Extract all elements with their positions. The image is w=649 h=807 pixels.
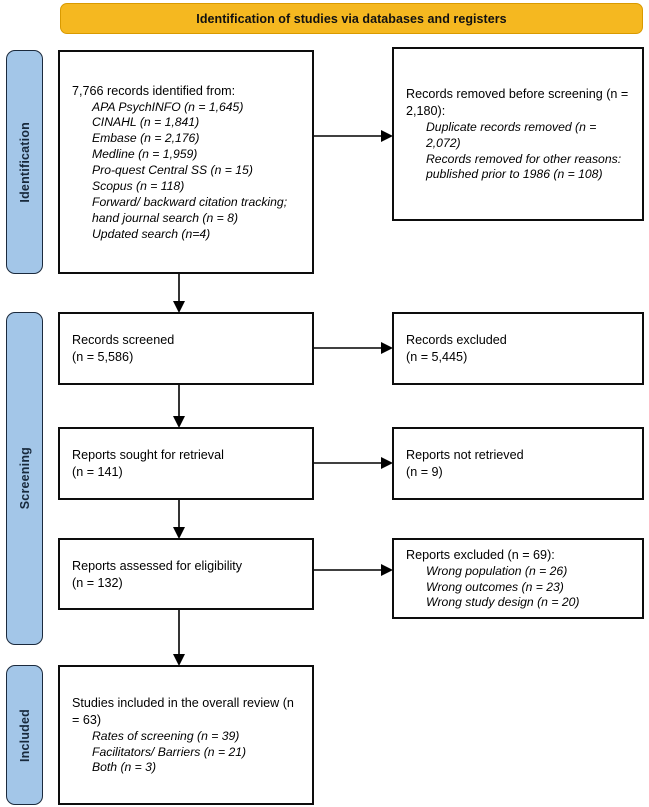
arrow-identified-to-screened	[168, 274, 190, 314]
diagram-banner: Identification of studies via databases …	[60, 3, 643, 34]
list-item: Facilitators/ Barriers (n = 21)	[92, 744, 247, 759]
arrow-sought-to-assessed	[168, 500, 190, 540]
list-item: CINAHL (n = 1,841)	[92, 115, 200, 130]
box-title: Records screened	[72, 333, 175, 347]
box-title: Reports assessed for eligibility	[72, 558, 243, 573]
list-item: Records removed for other reasons: publi…	[426, 151, 622, 182]
stage-label-identification: Identification	[17, 121, 32, 203]
box-records-excluded: Records excluded (n = 5,445)	[392, 312, 644, 385]
list-item: Embase (n = 2,176)	[92, 131, 200, 146]
list-item: Wrong outcomes (n = 23)	[426, 579, 564, 594]
source-list: APA PsychINFO (n = 1,645) CINAHL (n = 1,…	[72, 100, 302, 243]
list-item: Updated search (n=4)	[92, 226, 211, 241]
box-count: (n = 132)	[72, 575, 123, 590]
box-title: 7,766 records identified from:	[72, 83, 236, 98]
exclusion-reason-list: Wrong population (n = 26) Wrong outcomes…	[406, 564, 632, 612]
list-item: Wrong study design (n = 20)	[426, 595, 580, 610]
arrow-assessed-to-included	[168, 610, 190, 667]
list-item: APA PsychINFO (n = 1,645)	[92, 99, 244, 114]
box-title: Records excluded	[406, 333, 507, 347]
stage-label-included: Included	[17, 708, 32, 762]
list-item: Scopus (n = 118)	[92, 178, 185, 193]
box-records-identified: 7,766 records identified from: APA Psych…	[58, 50, 314, 274]
list-item: Rates of screening (n = 39)	[92, 728, 240, 743]
box-records-removed-before-screening: Records removed before screening (n = 2,…	[392, 47, 644, 221]
list-item: Duplicate records removed (n = 2,072)	[426, 119, 597, 150]
banner-title: Identification of studies via databases …	[196, 11, 507, 26]
stage-bar-screening: Screening	[6, 312, 43, 645]
included-category-list: Rates of screening (n = 39) Facilitators…	[72, 729, 302, 777]
box-reports-assessed-for-eligibility: Reports assessed for eligibility (n = 13…	[58, 538, 314, 610]
stage-bar-included: Included	[6, 665, 43, 805]
list-item: Wrong population (n = 26)	[426, 563, 568, 578]
box-reports-not-retrieved: Reports not retrieved (n = 9)	[392, 427, 644, 500]
box-reports-sought-for-retrieval: Reports sought for retrieval (n = 141)	[58, 427, 314, 500]
list-item: Both (n = 3)	[92, 760, 157, 775]
box-count: (n = 5,586)	[72, 350, 134, 364]
list-item: Forward/ backward citation tracking; han…	[92, 194, 288, 225]
box-count: (n = 141)	[72, 465, 123, 479]
box-title: Reports excluded (n = 69):	[406, 547, 555, 562]
box-title: Records removed before screening (n = 2,…	[406, 86, 629, 118]
arrow-identified-to-removed	[313, 126, 394, 146]
stage-label-screening: Screening	[17, 447, 32, 510]
list-item: Medline (n = 1,959)	[92, 147, 198, 162]
arrow-assessed-to-reports-excluded	[313, 560, 394, 580]
arrow-sought-to-not-retrieved	[313, 453, 394, 473]
box-title: Studies included in the overall review (…	[72, 695, 294, 727]
list-item: Pro-quest Central SS (n = 15)	[92, 163, 253, 178]
box-title: Reports sought for retrieval	[72, 448, 224, 462]
box-reports-excluded: Reports excluded (n = 69): Wrong populat…	[392, 538, 644, 619]
stage-bar-identification: Identification	[6, 50, 43, 274]
box-records-screened: Records screened (n = 5,586)	[58, 312, 314, 385]
removed-reason-list: Duplicate records removed (n = 2,072) Re…	[406, 120, 632, 183]
box-count: (n = 9)	[406, 465, 443, 479]
box-studies-included: Studies included in the overall review (…	[58, 665, 314, 805]
arrow-screened-to-sought	[168, 385, 190, 429]
box-count: (n = 5,445)	[406, 350, 468, 364]
arrow-screened-to-excluded	[313, 338, 394, 358]
box-title: Reports not retrieved	[406, 448, 524, 462]
